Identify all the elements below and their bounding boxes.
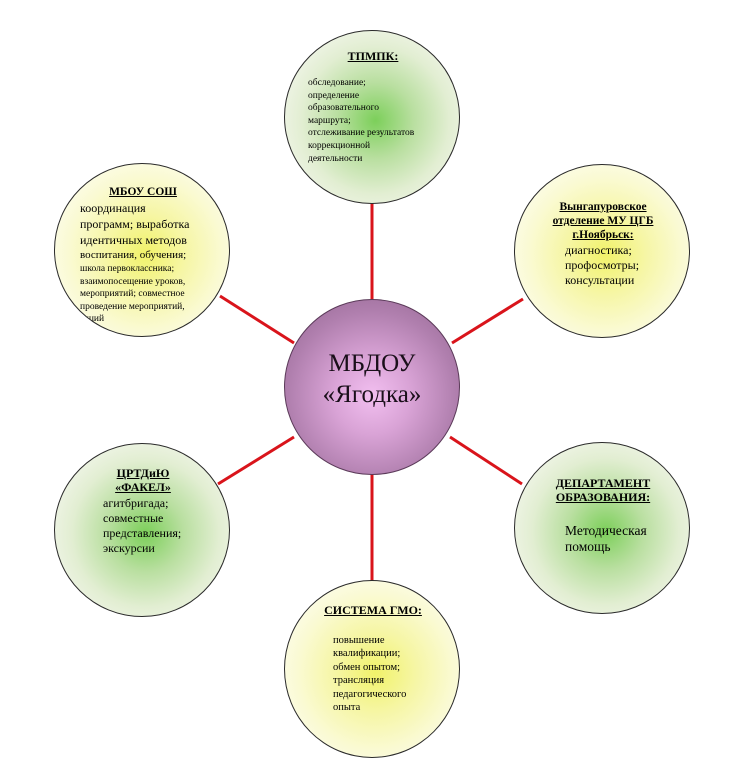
node-tpmpk-line: маршрута; bbox=[308, 115, 351, 126]
node-mbou-body: координация программ; выработка идентичн… bbox=[80, 200, 189, 326]
node-crtdiyu-line: экскурсии bbox=[103, 541, 155, 555]
connector-crtdiyu bbox=[217, 435, 295, 486]
node-crtdiyu-body: агитбригада; совместные представления; э… bbox=[103, 496, 181, 556]
node-department-line: Методическая bbox=[565, 523, 647, 538]
node-vyngapur-line: диагностика; bbox=[565, 243, 632, 257]
node-crtdiyu-title-line: ЦРТДиЮ bbox=[116, 466, 170, 480]
node-crtdiyu-title-line: «ФАКЕЛ» bbox=[115, 480, 171, 494]
node-tpmpk-title: ТПМПК: bbox=[347, 49, 399, 63]
connector-department bbox=[449, 435, 523, 486]
node-tpmpk-line: деятельности bbox=[308, 153, 363, 164]
node-mbou-line: акций bbox=[80, 314, 105, 324]
node-tpmpk-line: отслеживание результатов bbox=[308, 128, 415, 139]
node-gmo-title: СИСТЕМА ГМО: bbox=[324, 603, 422, 617]
node-vyngapur-hospital: Вынгапуровское отделение МУ ЦГБ г.Ноябрь… bbox=[514, 164, 690, 338]
node-gmo-line: обмен опытом; bbox=[333, 661, 401, 673]
connector-mbou bbox=[219, 294, 295, 345]
node-crtdiyu-title: ЦРТДиЮ «ФАКЕЛ» bbox=[55, 466, 229, 494]
node-gmo-line: повышение bbox=[333, 635, 385, 646]
node-vyngapur-line: консультации bbox=[565, 273, 635, 287]
node-mbou-line: программ; выработка bbox=[80, 217, 190, 231]
connector-vyngapur bbox=[451, 297, 524, 345]
node-gmo-line: трансляция bbox=[333, 675, 385, 687]
node-tpmpk-line: коррекционной bbox=[308, 140, 371, 151]
node-vyngapur-title: Вынгапуровское отделение МУ ЦГБ г.Ноябрь… bbox=[515, 200, 689, 242]
node-mbou-line: идентичных методов bbox=[80, 233, 187, 247]
node-mbou-line: координация bbox=[80, 201, 146, 215]
node-gmo-body: повышение квалификации; обмен опытом; тр… bbox=[333, 634, 406, 714]
node-vyngapur-line: профосмотры; bbox=[565, 258, 640, 272]
node-crtdiyu-line: представления; bbox=[103, 526, 182, 540]
node-tpmpk-line: обследование; bbox=[308, 78, 366, 88]
node-crtdiyu-line: совместные bbox=[103, 511, 164, 525]
node-department-body: Методическая помощь bbox=[565, 523, 647, 555]
node-gmo-line: опыта bbox=[333, 702, 361, 714]
node-mbou-line: мероприятий; совместное bbox=[80, 289, 185, 299]
node-education-department: ДЕПАРТАМЕНТ ОБРАЗОВАНИЯ: Методическая по… bbox=[514, 442, 690, 614]
node-crtdiyu-line: агитбригада; bbox=[103, 496, 169, 510]
node-vyngapur-title-line: г.Ноябрьск: bbox=[572, 229, 634, 241]
node-tpmpk-body: обследование; определение образовательно… bbox=[308, 77, 414, 165]
center-title-line1: МБДОУ bbox=[328, 350, 416, 377]
node-mbou-line: взаимопосещение уроков, bbox=[80, 276, 186, 287]
node-mbou-line: воспитания, обучения; bbox=[80, 249, 187, 261]
node-department-title-line: ДЕПАРТАМЕНТ bbox=[555, 476, 651, 490]
node-tpmpk: ТПМПК: обследование; определение образов… bbox=[284, 30, 460, 204]
node-mbou-line: школа первоклассника; bbox=[80, 264, 175, 274]
node-mbou-title: МБОУ СОШ bbox=[109, 186, 177, 198]
node-tpmpk-line: определение bbox=[308, 90, 360, 101]
node-mbou-line: проведение мероприятий, bbox=[80, 301, 185, 312]
node-department-title-line: ОБРАЗОВАНИЯ: bbox=[555, 490, 651, 504]
node-department-line: помощь bbox=[565, 539, 611, 554]
center-node-mbdou: МБДОУ «Ягодка» bbox=[284, 299, 460, 475]
node-mbou-school: МБОУ СОШ координация программ; выработка… bbox=[54, 163, 230, 337]
node-vyngapur-body: диагностика; профосмотры; консультации bbox=[565, 243, 639, 288]
node-vyngapur-title-line: Вынгапуровское bbox=[559, 201, 647, 213]
node-gmo-system: СИСТЕМА ГМО: повышение квалификации; обм… bbox=[284, 580, 460, 758]
node-vyngapur-title-line: отделение МУ ЦГБ bbox=[552, 215, 654, 227]
center-title-line2: «Ягодка» bbox=[322, 381, 422, 408]
node-gmo-line: квалификации; bbox=[333, 648, 401, 660]
node-crtdiyu-fakel: ЦРТДиЮ «ФАКЕЛ» агитбригада; совместные п… bbox=[54, 443, 230, 617]
node-tpmpk-line: образовательного bbox=[308, 103, 380, 114]
node-department-title: ДЕПАРТАМЕНТ ОБРАЗОВАНИЯ: bbox=[515, 476, 689, 504]
node-gmo-line: педагогического bbox=[333, 688, 407, 700]
